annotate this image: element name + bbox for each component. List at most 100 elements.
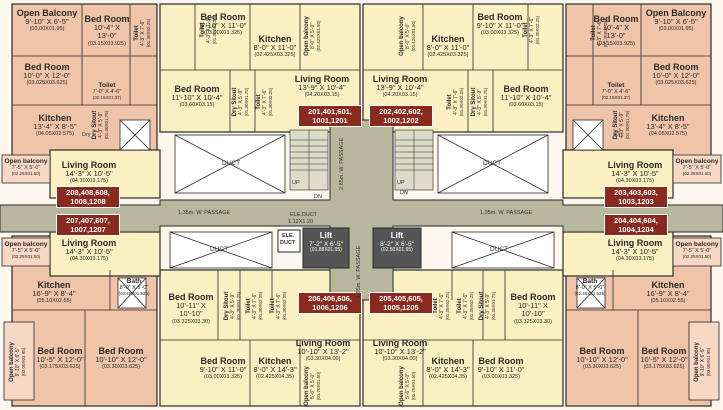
ele-duct-box: [277, 229, 301, 253]
flat-tag-mr1: 203,403,603,1003,1203: [604, 186, 668, 208]
ele-duct-box-line1: ELE.: [282, 233, 295, 239]
passage-label-center-top: 2.85m. W. PASSAGE: [339, 137, 345, 190]
stair-up-left: UP: [292, 180, 300, 186]
flat-tag-mr2: 204,404,604,1004,1204: [604, 214, 668, 236]
lift-box-2: [372, 227, 422, 269]
ele-duct-dim: 1.12X1.20: [288, 219, 314, 225]
passage-label-right: 1.35m. W. PASSAGE: [480, 210, 533, 216]
lift-boxes: [302, 227, 422, 269]
ele-duct-box-line2: DUCT: [280, 240, 296, 246]
flat-tag-ml1: 208,408,608,1008,1208: [56, 186, 120, 208]
zone-mid-right-living-2: [562, 231, 674, 277]
lift-box-1: [302, 227, 350, 269]
flat-tag-t1: 201,401,601,1001,1201: [298, 105, 362, 127]
ducts: [117, 119, 606, 309]
dry-label-right: Dry: [615, 132, 624, 138]
balcony-mr1: [672, 154, 722, 184]
flat-tag-ml2: 207,407,607,1007,1207: [56, 214, 120, 236]
stair-dn-left: DN: [314, 194, 322, 200]
flat-tag-b1: 206,406,606,1006,1206: [298, 292, 362, 314]
flat-tag-b2: 205,405,605,1005,1205: [369, 292, 433, 314]
duct-label-bottom-left: DUCT: [210, 246, 229, 253]
duct-label-right: DUCT: [483, 160, 502, 167]
duct-label-bottom-right: DUCT: [490, 246, 509, 253]
passage-label-center-bottom: 1.95m. W. PASSAGE: [356, 245, 362, 298]
ele-duct-label: ELE.DUCT: [290, 212, 318, 218]
flat-tag-t2: 202,402,602,1002,1202: [369, 105, 433, 127]
balcony-ml1: [1, 154, 51, 184]
passage-label-left: 1.35m. W. PASSAGE: [178, 210, 231, 216]
partitions: [12, 4, 711, 406]
duct-label-left: DUCT: [222, 160, 241, 167]
balcony-br: [688, 321, 720, 401]
balcony-mr2: [672, 237, 722, 267]
balcony-ml2: [1, 237, 51, 267]
passage-shape: [0, 119, 723, 301]
stair-up-right: UP: [397, 180, 405, 186]
